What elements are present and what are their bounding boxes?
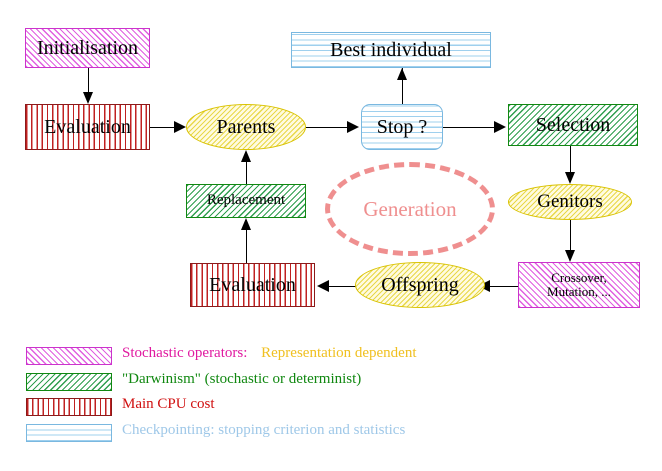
connector-genitors-to-crossover [570, 220, 571, 250]
arrowhead-stop-to-selection [494, 121, 506, 133]
arrowhead-init-to-eval [83, 92, 93, 104]
legend-swatch-darwinism [26, 373, 112, 391]
arrowhead-stop-to-best [397, 68, 407, 80]
legend-text-cpu-cost: Main CPU cost [122, 396, 215, 412]
node-evaluation-top-label: Evaluation [44, 115, 131, 138]
legend-text-stochastic-part1: Stochastic operators: [122, 345, 248, 361]
node-initialisation-label: Initialisation [36, 36, 139, 59]
connector-stop-to-selection [443, 127, 496, 128]
node-parents[interactable]: Parents [186, 104, 306, 150]
legend-text-stochastic: Stochastic operators: Representation dep… [122, 345, 417, 362]
node-generation-label: Generation [363, 196, 457, 221]
node-generation: Generation [325, 162, 495, 256]
node-genitors[interactable]: Genitors [508, 184, 632, 220]
node-initialisation[interactable]: Initialisation [25, 28, 150, 68]
node-selection[interactable]: Selection [508, 104, 638, 146]
legend-text-darwinism: "Darwinism" (stochastic or determinist) [122, 371, 362, 387]
connector-eval-to-parents [150, 127, 176, 128]
node-offspring[interactable]: Offspring [355, 262, 485, 308]
connector-selection-to-genitors [570, 146, 571, 174]
arrowhead-eval-to-parents [174, 121, 186, 133]
legend-text-checkpointing: Checkpointing: stopping criterion and st… [122, 422, 406, 438]
legend-swatch-checkpointing [26, 424, 112, 442]
arrowhead-eval-to-replacement [241, 218, 251, 230]
node-replacement[interactable]: Replacement [186, 184, 306, 218]
arrowhead-selection-to-genitors [565, 172, 575, 184]
arrowhead-replacement-to-parents [241, 150, 251, 162]
connector-offspring-to-eval [329, 286, 357, 287]
node-best-individual-label: Best individual [330, 38, 452, 61]
connector-crossover-to-offspring [490, 286, 518, 287]
node-crossover-label-line1: Crossover, [551, 270, 607, 286]
connector-eval-to-replacement [246, 222, 247, 263]
connector-init-to-eval [88, 68, 89, 94]
node-evaluation-bottom[interactable]: Evaluation [190, 263, 315, 307]
node-parents-label: Parents [216, 115, 276, 138]
node-replacement-label: Replacement [206, 192, 286, 209]
arrowhead-offspring-to-eval [317, 280, 329, 292]
node-crossover-label-line2: Mutation, ... [547, 284, 611, 299]
node-genitors-label: Genitors [537, 191, 603, 213]
node-crossover-mutation[interactable]: Crossover, Mutation, ... [518, 262, 640, 308]
node-stop-label: Stop ? [376, 115, 428, 138]
connector-parents-to-stop [306, 127, 349, 128]
node-stop[interactable]: Stop ? [361, 104, 443, 150]
node-evaluation-bottom-label: Evaluation [209, 273, 296, 296]
legend-text-stochastic-part2: Representation dependent [261, 345, 417, 361]
connector-replacement-to-parents [246, 160, 247, 184]
node-offspring-label: Offspring [381, 273, 459, 296]
arrowhead-parents-to-stop [347, 121, 359, 133]
arrowhead-genitors-to-crossover [565, 250, 575, 262]
legend-swatch-cpu-cost [26, 398, 112, 416]
node-evaluation-top[interactable]: Evaluation [25, 104, 150, 150]
node-selection-label: Selection [535, 113, 611, 136]
connector-stop-to-best [402, 68, 403, 104]
legend-swatch-stochastic [26, 347, 112, 365]
node-best-individual[interactable]: Best individual [291, 32, 491, 68]
